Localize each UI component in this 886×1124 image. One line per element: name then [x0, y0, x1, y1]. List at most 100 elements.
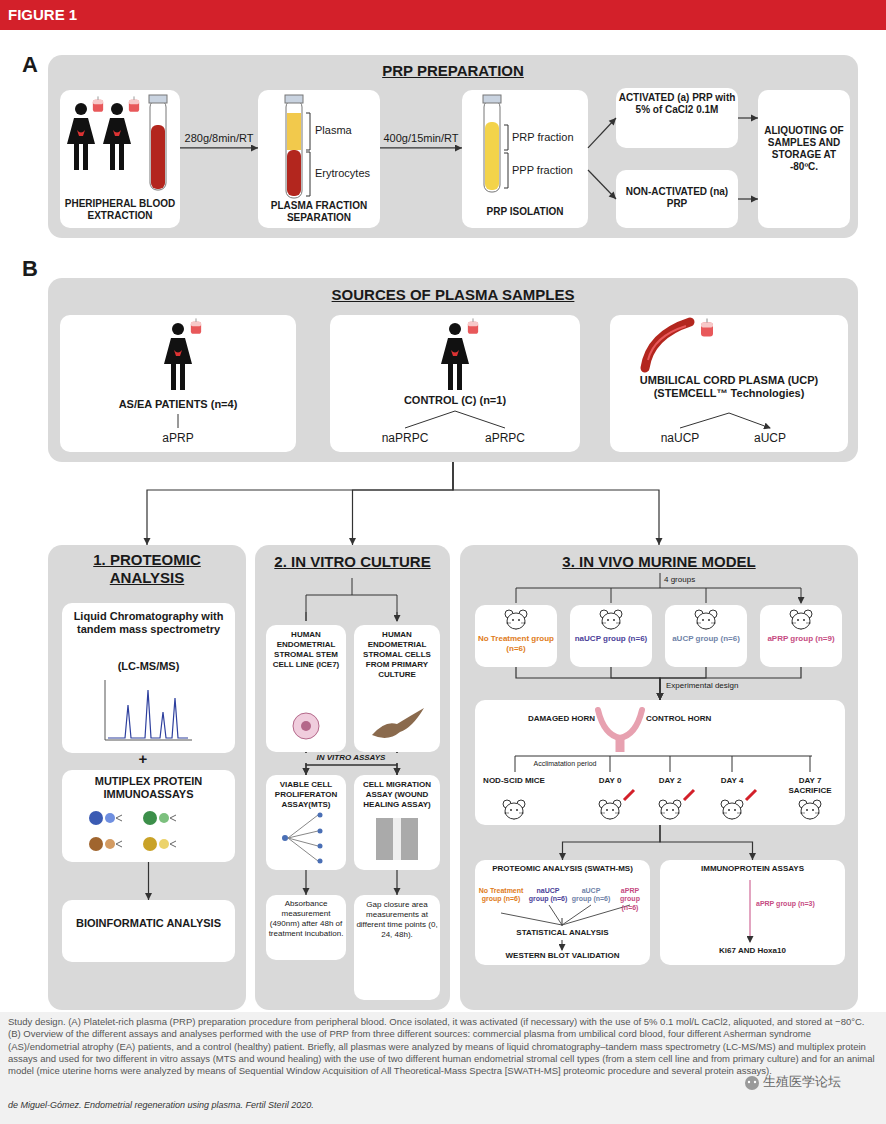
mts-dots-part [288, 815, 318, 861]
prp-tube-part [504, 125, 508, 188]
timeline-mice-part [599, 800, 621, 820]
mts-dots [282, 813, 323, 864]
node-text: PHERIPHERAL BLOOD EXTRACTION [62, 198, 178, 222]
connector-line [453, 462, 659, 545]
arrowhead [749, 853, 756, 860]
arrowhead [394, 768, 401, 775]
group-mice-part [505, 610, 527, 630]
section-panel: 3. IN VIVO MURINE MODELNo Treatment grou… [460, 545, 858, 1010]
connector [144, 462, 454, 545]
arrowhead [657, 693, 664, 700]
wound-image-part [376, 818, 418, 860]
arrowhead [394, 888, 401, 895]
source-icons-part [178, 411, 770, 428]
group-mice-part [600, 610, 622, 630]
connector-line [180, 147, 258, 148]
arrowhead [394, 768, 401, 775]
node-text: 2. IN VITRO CULTURE [258, 553, 447, 571]
node-text: PLASMA FRACTION SEPARATION [260, 200, 378, 224]
connector [738, 115, 758, 122]
mts-dots-part [318, 813, 323, 818]
node-text: Ki67 AND Hoxa10 [662, 946, 843, 956]
connector [611, 667, 664, 700]
arrowhead [144, 538, 151, 545]
connector-line [353, 462, 454, 545]
node-text: DAMAGED HORN [503, 714, 595, 724]
connector [303, 870, 310, 895]
node-text: DAY 7 SACRIFICE [778, 776, 842, 796]
multiplex-beads-part [116, 815, 176, 847]
source-icons [164, 318, 770, 428]
node-text: MUTIPLEX PROTEIN IMMUNOASSAYS [66, 775, 231, 801]
connector-line [563, 825, 661, 860]
node-text: VIABLE CELL PROLIFERATON ASSAY(MTS) [268, 780, 344, 810]
connector-line [516, 667, 660, 700]
group-box: aPRP group (n=9) [760, 605, 842, 667]
mts-dots-part [282, 835, 288, 841]
arrowhead [609, 192, 616, 199]
connector-line [380, 147, 462, 148]
node-text: (LC-MS/MS) [66, 660, 231, 673]
invitro-branch-part [306, 612, 397, 621]
wechat-icon-part [754, 1081, 756, 1083]
panel: APRP PREPARATIONPHERIPHERAL BLOOD EXTRAC… [48, 55, 858, 238]
node-text: SOURCES OF PLASMA SAMPLES [48, 286, 858, 304]
prp-tube [483, 95, 508, 192]
method-box: BIOINFORMATIC ANALYSIS [62, 900, 235, 962]
donor-icons-part [93, 96, 103, 111]
result-box: Gap closure area measurements at differe… [354, 895, 440, 1000]
chromatogram [105, 680, 192, 740]
node-text: CONTROL HORN [646, 714, 736, 724]
proteomic-arrows [501, 905, 630, 950]
uterus-part [598, 710, 642, 738]
arrowhead [145, 893, 152, 900]
analysis-box: IMMUNOPROTEIN ASSAYSaPRP group (n=3)Ki67… [660, 860, 845, 965]
node-text: aPRP group (n=3) [756, 900, 816, 908]
wound-image-part [393, 818, 401, 860]
timeline-mice-part [503, 800, 525, 820]
timeline-part [515, 756, 812, 772]
cell-images [293, 708, 424, 739]
timeline-mice-part [799, 800, 821, 820]
blood-tube-part [150, 100, 166, 190]
multiplex-beads [89, 811, 176, 851]
connector [453, 462, 663, 545]
uterus-part [616, 738, 625, 752]
timeline-mice-part [624, 790, 756, 800]
connector-line [738, 198, 758, 199]
node-text: aPRP [62, 431, 294, 445]
group-box: No Treatment group (n=6) [475, 605, 557, 667]
group-box: naUCP group (n=6) [570, 605, 652, 667]
group-branch-part [516, 588, 801, 603]
group-mice-part [790, 610, 812, 630]
connector-line [588, 118, 616, 148]
arrowhead [751, 115, 758, 122]
connector [180, 144, 258, 151]
source-box: AS/EA PATIENTS (n=4)aPRP [60, 315, 296, 452]
cell-images-part [372, 708, 424, 738]
node-text: Plasma [315, 124, 379, 137]
node-text: aUCP group (n=6) [571, 887, 611, 904]
node-text: HUMAN ENDOMETRIAL STROMAL CELLS FROM PRI… [356, 630, 438, 680]
source-icons-part [468, 318, 478, 333]
node-text: PRP fraction [512, 131, 586, 144]
blood-tube [149, 95, 167, 190]
mts-dots-part [318, 859, 323, 864]
source-icons-part [191, 318, 201, 333]
proteomic-arrows-part [562, 918, 563, 950]
source-box: CONTROL (C) (n=1)naPRPCaPRPC [330, 315, 580, 452]
invitro-branch-part [306, 578, 397, 621]
connector-line [588, 170, 616, 199]
multiplex-beads-part [143, 811, 157, 825]
method-box: Liquid Chromatography with tandem mass s… [62, 603, 235, 753]
process-box: ACTIVATED (a) PRP with 5% of CaCl2 0.1M [616, 88, 738, 148]
connector [588, 118, 616, 148]
node-text: aPRP group (n=6) [611, 887, 649, 912]
node-text: aUCP group (n=6) [667, 634, 745, 644]
multiplex-beads-part [159, 839, 169, 849]
node-text: ACTIVATED (a) PRP with 5% of CaCl2 0.1M [618, 92, 736, 116]
node-text: STATISTICAL ANALYSIS [477, 928, 648, 938]
method-box: MUTIPLEX PROTEIN IMMUNOASSAYS [62, 770, 235, 862]
source-icons-part [701, 319, 713, 337]
